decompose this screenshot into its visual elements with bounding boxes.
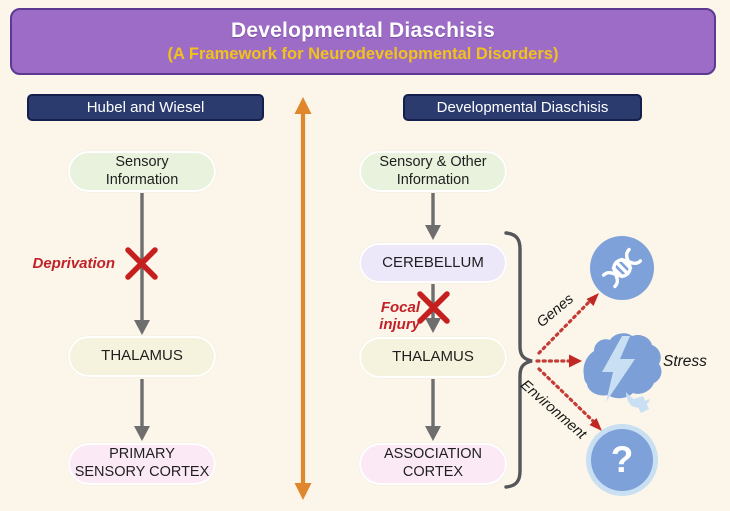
dotted-arrow-environment bbox=[537, 367, 602, 431]
bidirectional-arrow bbox=[294, 97, 312, 500]
label-stress: Stress bbox=[663, 353, 707, 370]
question-glyph: ? bbox=[610, 439, 634, 480]
title-banner: Developmental Diaschisis (A Framework fo… bbox=[10, 8, 716, 75]
dotted-arrow-genes bbox=[537, 293, 599, 355]
arrow-left-2 bbox=[134, 379, 150, 441]
arrow-right-1 bbox=[425, 193, 441, 240]
dotted-arrow-stress bbox=[535, 354, 582, 368]
block-x-focal-injury bbox=[417, 291, 450, 324]
block-x-deprivation bbox=[125, 247, 158, 280]
node-primary-sensory-cortex: PRIMARY SENSORY CORTEX bbox=[68, 443, 216, 485]
node-sensory-other-information: Sensory & Other Information bbox=[359, 151, 507, 192]
dna-icon bbox=[590, 236, 654, 300]
figure-title: Developmental Diaschisis bbox=[231, 19, 495, 42]
label-focal-injury: Focal injury bbox=[379, 299, 420, 333]
arrow-left-1 bbox=[134, 193, 150, 335]
arrow-right-2 bbox=[425, 284, 441, 333]
brain-lightning-icon bbox=[583, 333, 662, 413]
curly-brace bbox=[504, 231, 533, 489]
question-mark-icon bbox=[586, 424, 658, 496]
node-cerebellum: CEREBELLUM bbox=[359, 243, 507, 283]
node-thalamus-left: THALAMUS bbox=[68, 336, 216, 377]
node-association-cortex: ASSOCIATION CORTEX bbox=[359, 443, 507, 485]
label-deprivation: Deprivation bbox=[32, 255, 115, 272]
panel-header-developmental-diaschisis: Developmental Diaschisis bbox=[403, 94, 642, 121]
node-thalamus-right: THALAMUS bbox=[359, 337, 507, 378]
panel-header-hubel-wiesel: Hubel and Wiesel bbox=[27, 94, 264, 121]
arrow-right-3 bbox=[425, 379, 441, 441]
figure-subtitle: (A Framework for Neurodevelopmental Diso… bbox=[167, 45, 559, 63]
node-sensory-information: Sensory Information bbox=[68, 151, 216, 192]
